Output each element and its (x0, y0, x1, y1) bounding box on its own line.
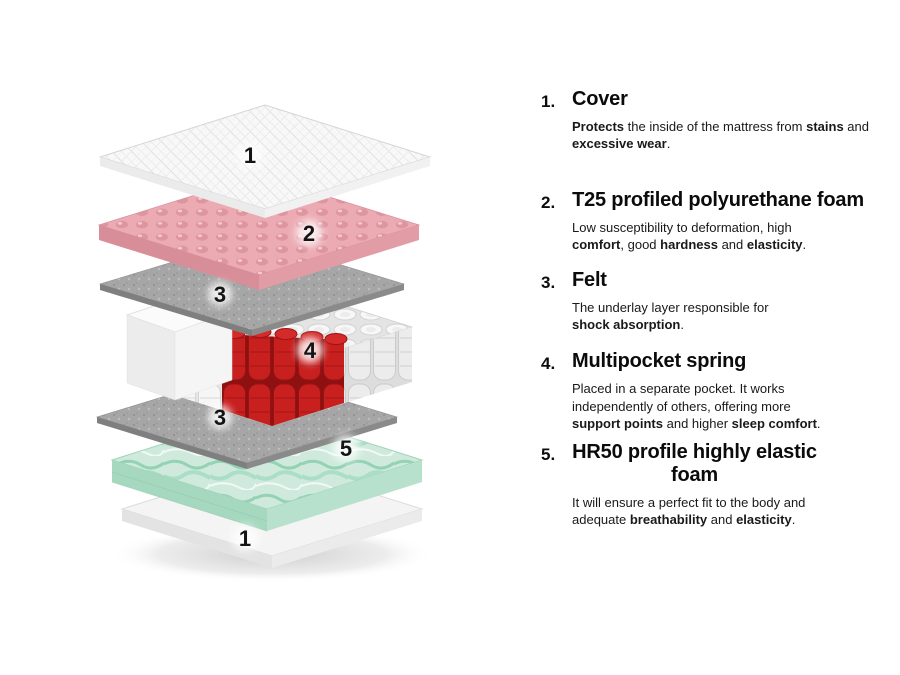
label-cover-bottom: 1 (239, 526, 251, 551)
label-profiled-foam: 2 (303, 221, 315, 246)
label-cover-top: 1 (244, 143, 256, 168)
item-title: Cover (572, 88, 628, 110)
item-description: Protects the inside of the mattress from… (572, 119, 869, 152)
item-number: 2. (541, 192, 556, 212)
item-description: It will ensure a perfect fit to the body… (572, 494, 806, 528)
label-multipocket-spring: 4 (304, 338, 317, 363)
mattress-exploded-diagram: 1 2 3 4 3 5 1 (72, 82, 462, 582)
legend-item-multipocket-spring: 4. Multipocket spring Placed in a separa… (541, 350, 873, 432)
label-elastic-foam: 5 (340, 436, 352, 461)
legend-item-felt: 3. Felt The underlay layer responsible f… (541, 269, 873, 334)
layer-cover-top (98, 104, 432, 218)
label-felt-upper: 3 (214, 282, 226, 307)
item-title: Felt (572, 268, 607, 291)
item-number: 3. (541, 272, 556, 292)
legend-item-elastic-foam: 5. HR50 profile highly elastic foam It w… (541, 441, 873, 529)
item-number: 5. (541, 444, 556, 464)
legend-item-polyurethane-foam: 2. T25 profiled polyurethane foam Low su… (541, 189, 873, 254)
layer-labels: 1 2 3 4 3 5 1 (208, 142, 359, 551)
item-description: The underlay layer responsible for shock… (572, 299, 769, 333)
item-description: Low susceptibility to deformation, high … (572, 219, 807, 253)
item-number: 4. (541, 354, 556, 374)
layer-profiled-foam (97, 174, 421, 290)
legend-item-cover: 1. Cover Protects the inside of the matt… (541, 88, 873, 153)
label-felt-lower: 3 (214, 405, 226, 430)
legend-panel: 1. Cover Protects the inside of the matt… (541, 88, 873, 528)
item-description: Placed in a separate pocket. It works in… (572, 381, 821, 432)
item-number: 1. (541, 92, 556, 111)
mattress-diagram-svg: 1 2 3 4 3 5 1 (95, 104, 434, 582)
item-title: HR50 profile highly elastic foam (572, 440, 817, 486)
item-title: T25 profiled polyurethane foam (572, 188, 864, 211)
item-title: Multipocket spring (572, 350, 747, 373)
